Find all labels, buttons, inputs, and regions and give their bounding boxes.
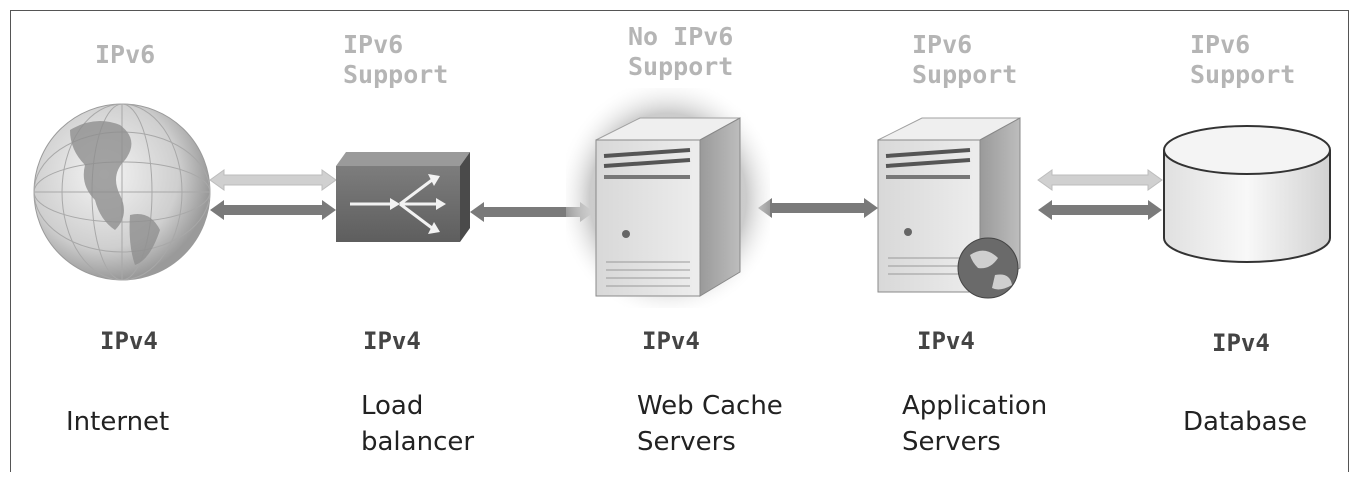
web-server-icon (877, 117, 1021, 299)
app-servers-ipv4-label: IPv4 (917, 327, 975, 355)
diagram-frame (10, 10, 1349, 472)
arrow-ipv4-app-db (1038, 200, 1162, 220)
web-cache-name: Web Cache Servers (637, 391, 783, 457)
internet-ipv6-label: IPv6 (95, 40, 156, 69)
load-balancer-name: Load balancer (361, 391, 475, 457)
server-icon (566, 88, 770, 308)
database-ipv6-label: IPv6 Support (1190, 30, 1296, 89)
database-name: Database (1183, 407, 1308, 437)
internet-name: Internet (66, 407, 170, 437)
internet-ipv4-label: IPv4 (100, 327, 158, 355)
arrow-ipv6-internet-lb (209, 169, 337, 191)
app-servers-name: Application Servers (902, 391, 1048, 457)
database-icon (1163, 125, 1331, 263)
arrow-ipv4-lb-cache (470, 202, 594, 222)
load-balancer-icon (336, 152, 470, 242)
arrow-ipv4-cache-app (758, 198, 878, 218)
web-cache-ipv4-label: IPv4 (642, 327, 700, 355)
arrow-ipv6-app-db (1037, 169, 1163, 191)
globe-icon (33, 103, 211, 281)
database-ipv4-label: IPv4 (1212, 329, 1270, 357)
web-cache-ipv6-label: No IPv6 Support (628, 22, 734, 81)
app-servers-ipv6-label: IPv6 Support (912, 30, 1018, 89)
load-balancer-ipv4-label: IPv4 (363, 327, 421, 355)
arrow-ipv4-internet-lb (210, 200, 336, 220)
load-balancer-ipv6-label: IPv6 Support (343, 30, 449, 89)
